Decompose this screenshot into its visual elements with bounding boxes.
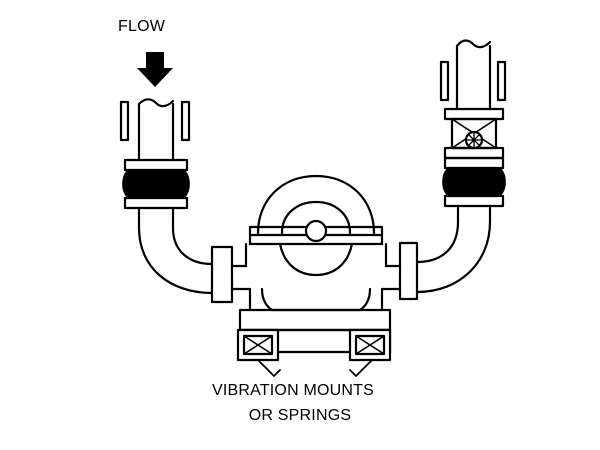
vibration-mount-left <box>236 328 280 362</box>
flow-arrow-icon <box>137 52 173 87</box>
pump-body <box>244 174 388 312</box>
inlet-elbow <box>137 206 252 304</box>
mounts-label-line1: VIBRATION MOUNTS <box>211 382 375 399</box>
inlet-flexible-connector <box>122 158 190 210</box>
mount-leader-lines <box>257 359 373 377</box>
outlet-elbow <box>380 206 492 301</box>
outlet-flexible-connector <box>442 156 506 208</box>
outlet-pipe <box>439 39 507 111</box>
mounts-label-line2: OR SPRINGS <box>248 407 352 424</box>
inlet-pipe <box>119 98 191 162</box>
vibration-mounts-label: VIBRATION MOUNTS OR SPRINGS <box>0 378 600 428</box>
flow-label: FLOW <box>118 18 166 35</box>
outlet-valve <box>443 107 505 160</box>
vibration-mount-right <box>348 328 392 362</box>
